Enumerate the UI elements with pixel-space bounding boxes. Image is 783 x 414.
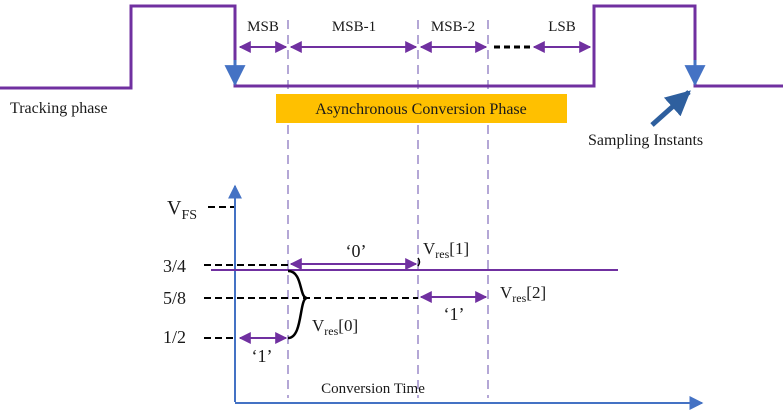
- vres1-label: Vres[1]: [423, 239, 469, 261]
- vres1-tick: [417, 257, 421, 267]
- x-axis-label: Conversion Time: [321, 381, 425, 397]
- sampling-instants-label: Sampling Instants: [588, 132, 703, 149]
- level-label-five-eighth: 5/8: [163, 288, 186, 308]
- segment-label-msb-1: MSB-1: [332, 19, 376, 35]
- segment-label-msb: MSB: [247, 19, 279, 35]
- bit-label-1-mid: ‘1’: [444, 304, 465, 324]
- conversion-phase-label: Asynchronous Conversion Phase: [315, 101, 527, 118]
- segment-label-msb-2: MSB-2: [431, 19, 475, 35]
- sampling-waveform: [0, 4, 783, 90]
- bit-label-0: ‘0’: [346, 241, 367, 261]
- level-label-vfs: VFS: [167, 197, 197, 223]
- segment-label-lsb: LSB: [548, 19, 576, 35]
- sampling-instants-arrow: [650, 90, 691, 127]
- tracking-phase-label: Tracking phase: [10, 100, 108, 117]
- residue-brace: [287, 269, 308, 340]
- vres2-label: Vres[2]: [500, 283, 546, 305]
- bit-boundary-guides: [287, 20, 489, 398]
- level-label-half: 1/2: [163, 327, 186, 347]
- vres0-label: Vres[0]: [312, 316, 358, 338]
- conversion-phase-box: [276, 94, 567, 123]
- level-label-three-quarter: 3/4: [163, 256, 186, 276]
- bit-label-1-low: ‘1’: [252, 346, 273, 366]
